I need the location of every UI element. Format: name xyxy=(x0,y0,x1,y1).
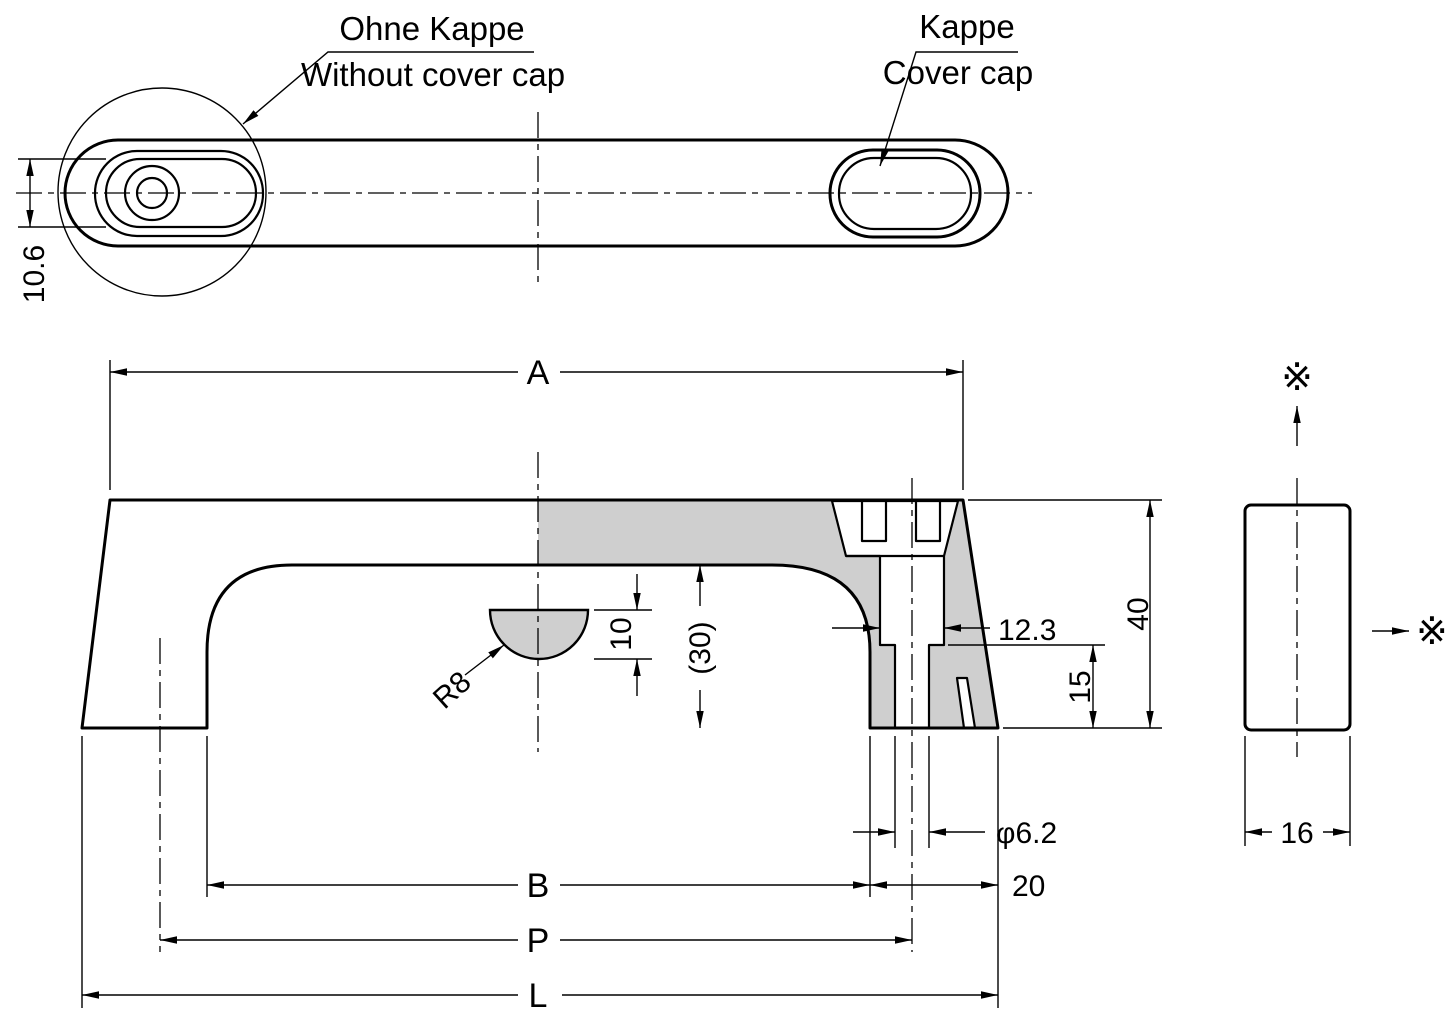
cover-cap-inner-outline xyxy=(837,156,973,231)
callout-without-cap-de: Ohne Kappe xyxy=(339,10,524,47)
dim-p: P xyxy=(160,922,912,960)
dim-l: L xyxy=(81,736,999,1015)
dim-16: 16 xyxy=(1244,736,1351,850)
dim-label-a: A xyxy=(527,354,550,392)
dim-30: (30) xyxy=(684,565,717,728)
dim-a: A xyxy=(109,354,964,490)
dim-40: 40 xyxy=(968,499,1162,729)
callout-without-cap-en: Without cover cap xyxy=(301,56,565,93)
dim-label-20: 20 xyxy=(1012,870,1045,903)
dim-label-16: 16 xyxy=(1280,817,1313,850)
dim-label-10-6: 10.6 xyxy=(18,245,51,303)
dim-label-15: 15 xyxy=(1064,670,1097,703)
rib-section xyxy=(488,608,590,661)
top-view: Ohne Kappe Without cover cap Kappe Cover… xyxy=(16,8,1033,303)
cap-clip-slot xyxy=(860,499,888,543)
dim-label-p: P xyxy=(527,922,550,960)
dim-label-40: 40 xyxy=(1122,597,1155,630)
dim-recess-height: 10.6 xyxy=(18,158,106,303)
callout-cap-de: Kappe xyxy=(919,8,1014,45)
leader-without-cap xyxy=(242,51,534,125)
front-view: A 40 15 12.3 (30) xyxy=(80,354,1162,1015)
dim-label-b: B xyxy=(527,867,550,905)
dim-r8: R8 xyxy=(427,644,505,715)
dim-label-l: L xyxy=(529,977,548,1015)
dim-label-12-3: 12.3 xyxy=(998,614,1056,647)
handle-front-outline xyxy=(80,498,1000,730)
reference-mark-right: ※ xyxy=(1416,609,1445,653)
leader-cap xyxy=(879,51,1018,167)
leader-line xyxy=(464,644,505,676)
dim-b-and-20: B 20 xyxy=(206,736,1045,905)
detail-circle xyxy=(57,87,267,297)
callout-cap-en: Cover cap xyxy=(883,54,1033,91)
side-view: ※ ※ 16 xyxy=(1243,355,1445,850)
dim-15: 15 xyxy=(948,644,1105,728)
dim-label-hole-diameter: φ6.2 xyxy=(996,817,1057,850)
dim-label-r8: R8 xyxy=(427,665,478,715)
dim-label-10: 10 xyxy=(605,617,638,650)
cap-clip-slot xyxy=(914,499,942,543)
dim-label-30: (30) xyxy=(684,621,717,674)
dim-10: 10 xyxy=(594,574,652,696)
dim-12-3: 12.3 xyxy=(832,614,1056,647)
dim-hole-diameter: φ6.2 xyxy=(853,736,1057,850)
reference-mark-top: ※ xyxy=(1281,355,1313,399)
